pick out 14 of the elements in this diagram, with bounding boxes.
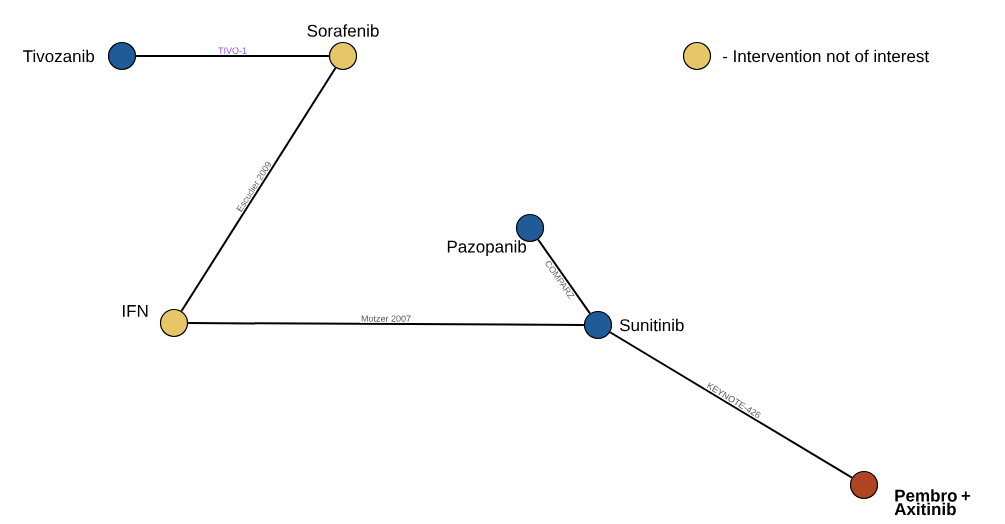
node-label: Pembro + Axitinib — [894, 489, 971, 516]
connector-line — [537, 238, 591, 315]
legend-label: - Intervention not of interest — [722, 49, 929, 63]
connector-line — [609, 331, 853, 479]
node-label: Tivozanib — [23, 49, 95, 63]
node-label: Sunitinib — [619, 318, 684, 332]
edge-label: Motzer 2007 — [360, 314, 413, 323]
node-label: Sorafenib — [307, 24, 379, 37]
connector-line — [180, 66, 337, 313]
node-label: Pazopanib — [447, 240, 527, 257]
connector-line — [187, 322, 585, 326]
connector-line — [135, 55, 330, 57]
node-label: IFN — [123, 305, 148, 317]
edge-label: TIVO-1 — [217, 46, 248, 55]
